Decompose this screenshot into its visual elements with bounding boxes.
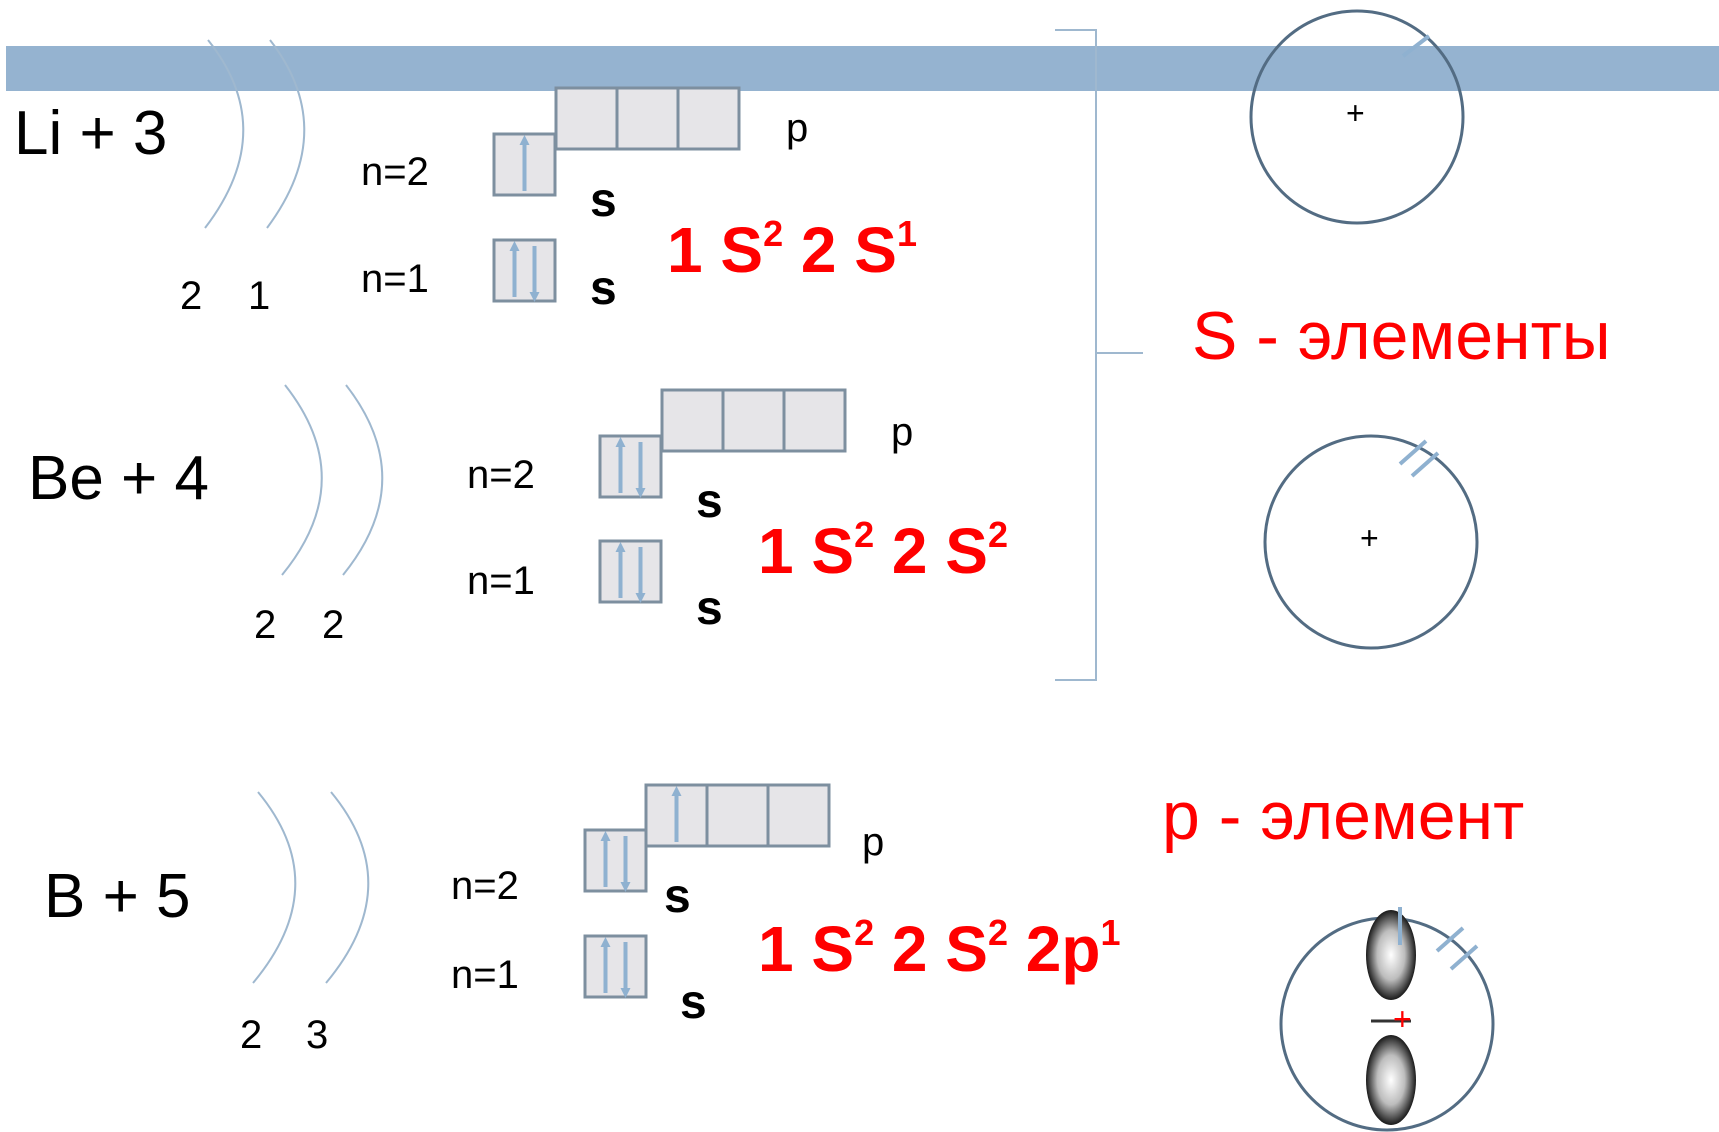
config-superscript: 1 bbox=[1100, 911, 1121, 953]
config-part: 2 S bbox=[874, 913, 988, 985]
config-superscript: 2 bbox=[763, 212, 784, 254]
shell-count-inner: 1 bbox=[248, 274, 271, 318]
group-label-s-elements: S - элементы bbox=[1192, 298, 1611, 374]
element-label-li: Li + 3 bbox=[14, 99, 168, 168]
atom-circle-be bbox=[1263, 434, 1479, 650]
electron-mark bbox=[1449, 944, 1479, 971]
orbital-box-2p bbox=[660, 388, 725, 453]
shell-count-inner: 3 bbox=[306, 1013, 329, 1057]
shell-count-outer: 2 bbox=[254, 603, 277, 647]
orbital-box-2p bbox=[615, 86, 680, 151]
electron-mark bbox=[1401, 34, 1431, 58]
s-elements-bracket bbox=[1055, 29, 1143, 681]
config-part: 1 S bbox=[667, 214, 764, 286]
orbital-box-2p bbox=[782, 388, 847, 453]
config-part: 2p bbox=[1007, 913, 1101, 985]
p-orbital-lobe-top bbox=[1366, 910, 1416, 1000]
sublevel-s-n2: s bbox=[590, 174, 617, 227]
nucleus-plus-li: + bbox=[1346, 95, 1365, 131]
shell-arcs-b bbox=[252, 791, 370, 984]
orbital-box-2s bbox=[583, 828, 648, 893]
orbital-box-1s bbox=[598, 539, 663, 604]
electron-config-be: 1 S2 2 S2 bbox=[758, 516, 1008, 583]
level-n1: n=1 bbox=[467, 559, 535, 603]
electron-config-li: 1 S2 2 S1 bbox=[667, 215, 917, 282]
sublevel-s-n1: s bbox=[696, 582, 723, 635]
element-label-b: B + 5 bbox=[44, 862, 191, 931]
element-label-be: Be + 4 bbox=[28, 444, 209, 513]
config-superscript: 2 bbox=[854, 513, 875, 555]
level-n2: n=2 bbox=[361, 150, 429, 194]
config-part: 2 S bbox=[874, 515, 988, 587]
sublevel-p: p bbox=[862, 820, 885, 864]
sublevel-p: p bbox=[786, 106, 809, 150]
config-superscript: 2 bbox=[854, 911, 875, 953]
config-superscript: 1 bbox=[896, 212, 917, 254]
level-n1: n=1 bbox=[451, 953, 519, 997]
orbital-box-1s bbox=[583, 934, 648, 999]
shell-arcs-be bbox=[281, 384, 384, 576]
electron-mark bbox=[1398, 439, 1428, 466]
shell-count-outer: 2 bbox=[180, 274, 203, 318]
level-n2: n=2 bbox=[451, 864, 519, 908]
sublevel-s-n2: s bbox=[696, 475, 723, 528]
electron-config-b: 1 S2 2 S2 2p1 bbox=[758, 914, 1120, 981]
atom-circle-li bbox=[1249, 9, 1465, 225]
orbital-box-2p bbox=[676, 86, 741, 151]
shell-arcs-li bbox=[204, 39, 306, 229]
orbital-box-2p bbox=[705, 783, 770, 848]
orbital-box-2p bbox=[721, 388, 786, 453]
orbital-box-1s bbox=[492, 238, 557, 303]
orbital-box-2s bbox=[598, 434, 663, 499]
sublevel-s-n1: s bbox=[680, 976, 707, 1029]
level-n2: n=2 bbox=[467, 453, 535, 497]
orbital-box-2p bbox=[554, 86, 619, 151]
config-part: 1 S bbox=[758, 515, 855, 587]
config-superscript: 2 bbox=[987, 513, 1008, 555]
config-part: 1 S bbox=[758, 913, 855, 985]
shell-count-inner: 2 bbox=[322, 603, 345, 647]
sublevel-s-n1: s bbox=[590, 262, 617, 315]
group-label-p-element: p - элемент bbox=[1162, 778, 1525, 854]
top-accent-bar bbox=[6, 46, 1719, 91]
config-part: 2 S bbox=[783, 214, 897, 286]
config-superscript: 2 bbox=[987, 911, 1008, 953]
nucleus-plus-be: + bbox=[1360, 520, 1379, 556]
electron-mark bbox=[1435, 926, 1465, 953]
orbital-box-2p bbox=[766, 783, 831, 848]
nucleus-plus-b: + bbox=[1393, 1001, 1412, 1037]
electron-mark bbox=[1410, 451, 1440, 478]
p-orbital-lobe-bottom bbox=[1366, 1035, 1416, 1125]
level-n1: n=1 bbox=[361, 257, 429, 301]
sublevel-p: p bbox=[891, 410, 914, 454]
sublevel-s-n2: s bbox=[664, 870, 691, 923]
atom-circle-b bbox=[1279, 907, 1495, 1132]
shell-count-outer: 2 bbox=[240, 1013, 263, 1057]
